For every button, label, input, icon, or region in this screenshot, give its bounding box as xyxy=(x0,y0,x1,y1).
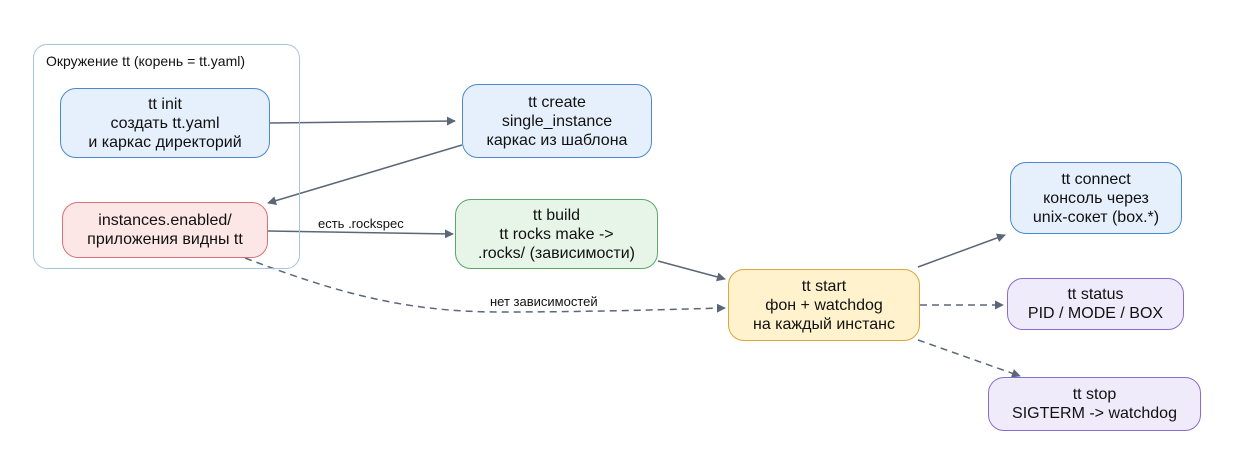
node-tt-start-line-1: tt start xyxy=(801,277,847,295)
node-tt-build-line-3: .rocks/ (зависимости) xyxy=(478,244,635,262)
node-tt-stop: tt stop SIGTERM -> watchdog xyxy=(988,377,1201,431)
node-tt-create: tt create single_instance каркас из шабл… xyxy=(462,84,652,158)
node-tt-init-line-3: и каркас директорий xyxy=(88,133,242,151)
environment-cluster-label: Окружение tt (корень = tt.yaml) xyxy=(46,53,246,69)
node-tt-start: tt start фон + watchdog на каждый инстан… xyxy=(728,269,920,341)
node-tt-connect-line-1: tt connect xyxy=(1061,170,1131,188)
node-tt-build-line-1: tt build xyxy=(532,206,581,224)
edge-label-no-dependencies: нет зависимостей xyxy=(490,294,598,309)
edge-start-to-connect xyxy=(917,233,1006,268)
node-instances-enabled-line-2: приложения видны tt xyxy=(87,231,243,248)
edge-build-to-start xyxy=(657,260,726,282)
node-tt-init: tt init создать tt.yaml и каркас директо… xyxy=(60,88,270,158)
node-tt-connect-line-3: unix-сокет (box.*) xyxy=(1032,208,1160,226)
edge-enabled-to-build xyxy=(267,229,454,239)
node-tt-stop-line-2: SIGTERM -> watchdog xyxy=(1012,405,1177,422)
node-instances-enabled-line-1: instances.enabled/ xyxy=(98,212,232,229)
node-tt-init-line-2: создать tt.yaml xyxy=(110,114,220,132)
edge-create-to-enabled xyxy=(267,144,463,205)
edge-start-to-stop xyxy=(917,339,1021,378)
node-tt-stop-line-1: tt stop xyxy=(1072,386,1117,403)
node-tt-create-line-1: tt create xyxy=(528,93,586,111)
node-tt-connect: tt connect консоль через unix-сокет (box… xyxy=(1010,162,1182,234)
edge-init-to-create xyxy=(269,116,456,126)
node-tt-start-line-2: фон + watchdog xyxy=(765,296,883,314)
node-tt-start-line-3: на каждый инстанс xyxy=(752,315,895,333)
node-tt-status-line-1: tt status xyxy=(1067,286,1124,303)
node-tt-init-line-1: tt init xyxy=(148,95,182,113)
node-tt-connect-line-2: консоль через xyxy=(1043,189,1149,207)
edge-enabled-to-start xyxy=(244,257,726,313)
node-tt-status: tt status PID / MODE / BOX xyxy=(1007,278,1184,330)
edge-label-rockspec: есть .rockspec xyxy=(318,216,404,231)
node-instances-enabled: instances.enabled/ приложения видны tt xyxy=(62,202,268,258)
node-tt-create-line-3: каркас из шаблона xyxy=(486,131,628,149)
environment-cluster xyxy=(33,44,300,269)
node-tt-status-line-2: PID / MODE / BOX xyxy=(1027,305,1164,322)
node-tt-create-line-2: single_instance xyxy=(501,112,613,130)
node-tt-build-line-2: tt rocks make -> xyxy=(499,225,614,243)
node-tt-build: tt build tt rocks make -> .rocks/ (завис… xyxy=(455,199,658,269)
